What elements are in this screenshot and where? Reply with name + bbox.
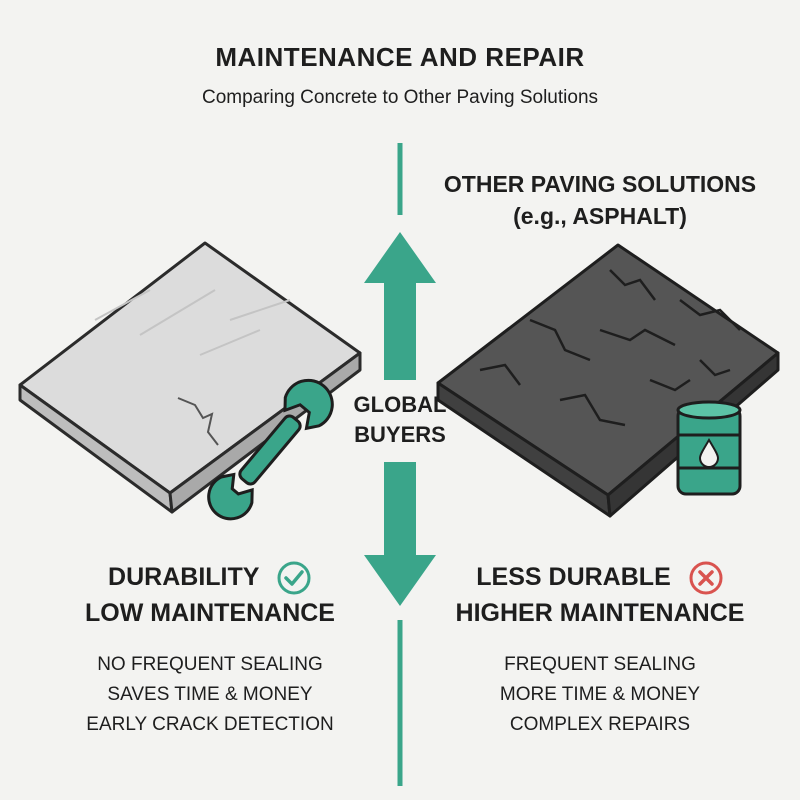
right-title-line2: HIGHER MAINTENANCE [455, 599, 745, 628]
left-title-line2: LOW MAINTENANCE [85, 599, 335, 628]
list-item: COMPLEX REPAIRS [509, 714, 691, 735]
page-subtitle: Comparing Concrete to Other Paving Solut… [201, 87, 599, 108]
up-arrow-icon [364, 232, 436, 380]
right-heading-line1: OTHER PAVING SOLUTIONS [443, 171, 757, 197]
down-arrow-icon [364, 462, 436, 606]
list-item: FREQUENT SEALING [504, 654, 696, 675]
right-title: LESS DURABLE HIGHER MAINTENANCE [440, 560, 760, 630]
list-item: MORE TIME & MONEY [499, 684, 701, 705]
oil-barrel-icon [676, 400, 742, 496]
center-label: GLOBAL BUYERS [340, 390, 460, 450]
center-label-line1: GLOBAL [353, 392, 447, 417]
wrench-icon [207, 378, 334, 521]
right-title-line1: LESS DURABLE [476, 563, 671, 591]
x-circle-icon [689, 561, 723, 595]
right-heading: OTHER PAVING SOLUTIONS (e.g., ASPHALT) [440, 168, 760, 232]
left-title-line1: DURABILITY [108, 563, 259, 591]
crack-mark [177, 397, 219, 446]
right-heading-line2: (e.g., ASPHALT) [513, 203, 687, 229]
concrete-slab [18, 241, 362, 514]
page-title: MAINTENANCE AND REPAIR [215, 42, 585, 72]
asphalt-cracks [479, 269, 741, 427]
list-item: SAVES TIME & MONEY [107, 684, 313, 705]
right-drawbacks-list: FREQUENT SEALING MORE TIME & MONEY COMPL… [440, 650, 760, 740]
left-title: DURABILITY LOW MAINTENANCE [60, 560, 360, 630]
check-circle-icon [277, 561, 311, 595]
list-item: NO FREQUENT SEALING [97, 654, 323, 675]
left-benefits-list: NO FREQUENT SEALING SAVES TIME & MONEY E… [60, 650, 360, 740]
list-item: EARLY CRACK DETECTION [86, 714, 334, 735]
center-label-line2: BUYERS [354, 422, 446, 447]
